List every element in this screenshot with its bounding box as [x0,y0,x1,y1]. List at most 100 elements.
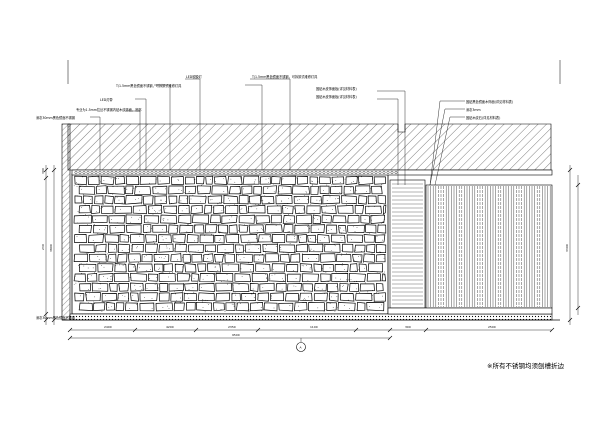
stone-speckle [186,198,187,200]
stone-speckle [370,183,372,185]
stone-block [280,175,297,185]
stone-block [215,292,231,302]
stone-speckle [367,310,369,312]
dim-left-1: 300 [41,168,45,174]
stone-speckle [116,196,118,198]
stone-speckle [356,199,357,200]
stone-block [263,302,278,312]
stone-speckle [231,225,232,226]
stone-speckle [151,298,153,299]
stone-speckle [202,301,203,303]
stone-speckle [202,255,204,257]
stone-speckle [80,263,82,265]
stone-speckle [319,186,320,187]
stone-speckle [162,220,164,221]
stone-speckle [287,231,289,232]
stone-block [255,263,271,272]
stud [106,171,110,174]
stone-speckle [273,307,275,309]
stone-speckle [114,209,116,210]
stone-speckle [155,258,157,260]
stone-block [299,292,313,302]
stone-speckle [297,251,299,252]
stone-speckle [182,266,184,268]
annotation-8: 固贴木纹石(详见材料表) [466,115,500,120]
stone-speckle [238,284,240,285]
stone-speckle [88,302,89,304]
stone-speckle [94,296,96,298]
stone-speckle [105,258,107,260]
stone-speckle [228,197,229,199]
stone-block [373,292,386,302]
stone-block [177,272,191,282]
stone-speckle [351,309,353,311]
stone-speckle [240,303,241,304]
stone-speckle [265,251,266,253]
stone-speckle [94,224,95,225]
stud [146,171,150,174]
stone-speckle [280,247,282,248]
stone-speckle [202,299,204,300]
stone-block [327,282,339,292]
stone-speckle [222,194,224,196]
stone-block [186,302,196,311]
stone-speckle [99,283,101,285]
stone-speckle [124,188,126,189]
stone-block [296,214,313,224]
stone-speckle [159,199,161,201]
stone-block [191,273,199,282]
stone-speckle [326,200,328,201]
stone-speckle [95,219,96,220]
stone-speckle [194,240,195,242]
stone-block [203,253,214,263]
stone-speckle [130,297,132,299]
stone-speckle [98,288,100,290]
stone-block [74,195,83,204]
stone-speckle [104,227,106,229]
stone-speckle [212,274,214,275]
stone-speckle [329,298,331,300]
stud [350,171,354,174]
stone-block [313,283,327,292]
stone-speckle [121,250,123,251]
stone-speckle [354,205,356,206]
stone-speckle [350,187,352,188]
stone-speckle [247,242,249,244]
stone-speckle [216,308,217,310]
stone-speckle [305,176,307,177]
stone-block [358,263,368,273]
stone-speckle [331,184,333,186]
stone-speckle [309,227,311,229]
stone-speckle [307,226,308,227]
stone-block [308,302,325,312]
stone-speckle [161,236,163,237]
stone-speckle [235,294,237,296]
stone-speckle [380,206,381,207]
stone-speckle [190,198,192,200]
stone-block [337,205,354,214]
stone-block [371,185,383,195]
stone-block [253,185,262,195]
stone-block [326,302,337,311]
stone-speckle [286,221,288,222]
stone-speckle [361,240,363,242]
stone-speckle [99,176,101,177]
stone-speckle [314,235,316,236]
stone-block [92,215,108,224]
stone-speckle [356,288,357,290]
stone-speckle [230,178,232,180]
stone-speckle [340,233,342,234]
stone-speckle [167,219,169,221]
stone-block [375,254,386,263]
stone-speckle [281,179,283,181]
stone-speckle [319,240,321,241]
dim-tick [423,327,429,333]
stone-block [253,254,265,263]
stone-speckle [247,227,248,229]
stone-speckle [346,279,347,281]
stone-speckle [336,198,338,199]
stone-speckle [217,225,219,226]
stone-block [113,195,125,205]
stone-speckle [142,251,144,253]
stone-speckle [100,288,102,289]
